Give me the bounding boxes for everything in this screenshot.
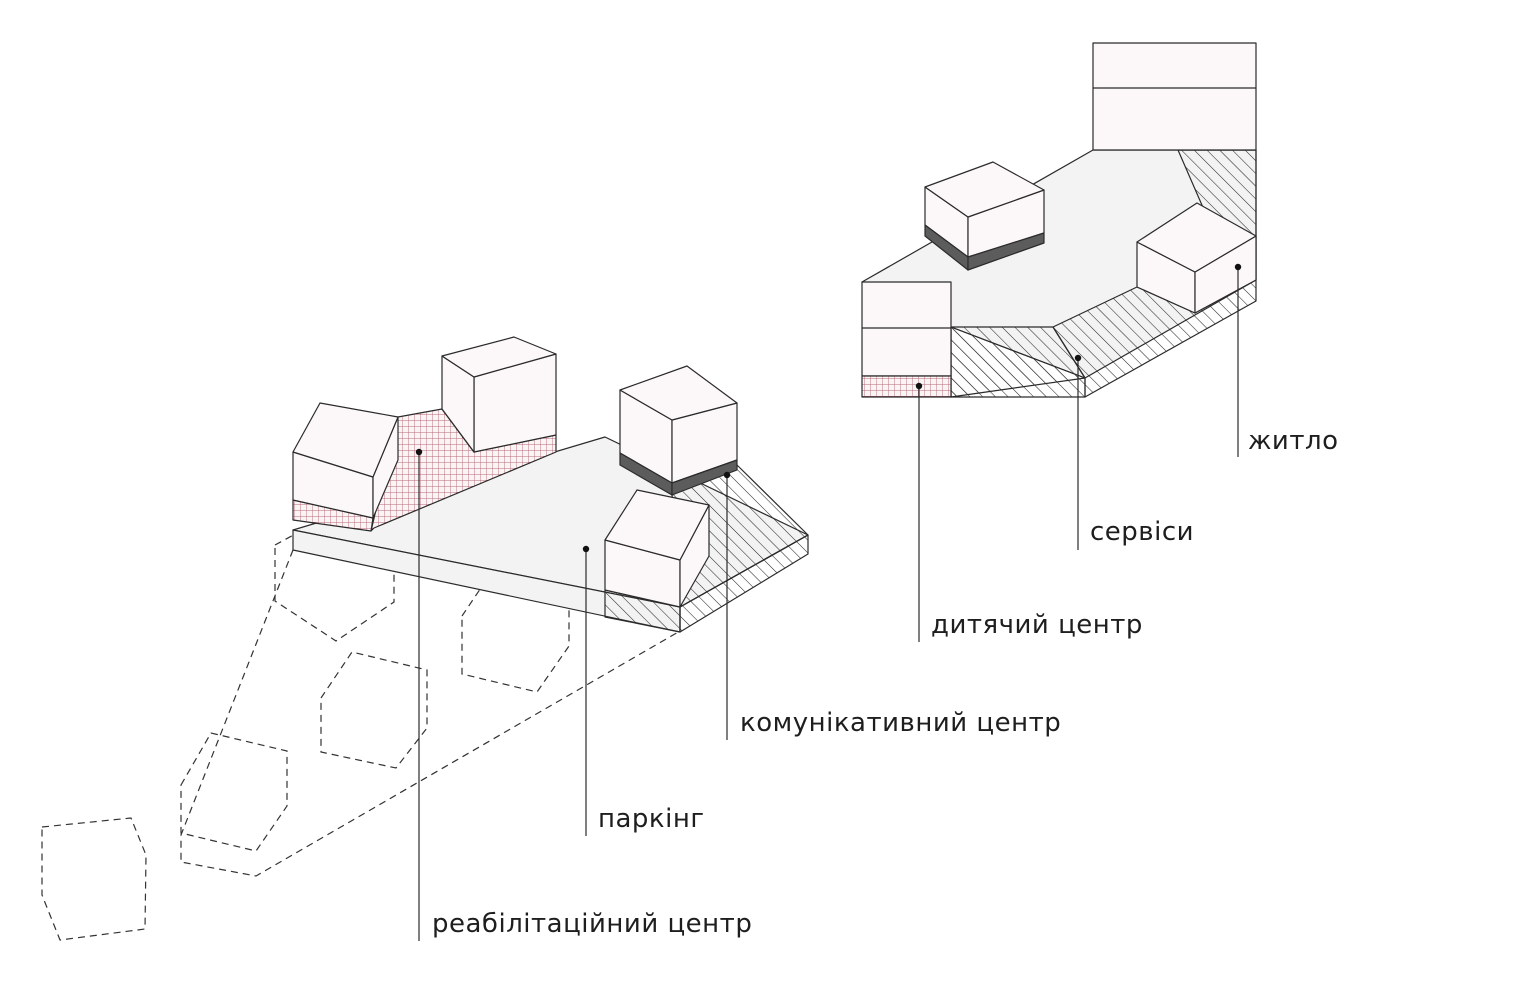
- label-parking: паркінг: [598, 804, 705, 834]
- label-services: сервіси: [1090, 517, 1195, 547]
- dashed-plot-outlines: [41, 511, 681, 941]
- rehab-building-2-top: [441, 336, 557, 378]
- leader-dots: [415, 263, 1242, 553]
- label-residential: житло: [1248, 426, 1339, 456]
- communication-zone-side: [679, 534, 809, 633]
- leader-lines: [418, 267, 1239, 941]
- dot-children: [915, 382, 923, 390]
- residential-box-top: [1136, 202, 1257, 273]
- label-rehab-center: реабілітаційний центр: [432, 909, 753, 939]
- rehab-building-top: [292, 402, 399, 478]
- dashed-plot-outline: [274, 511, 395, 642]
- parking-building-top: [604, 489, 710, 561]
- dashed-plot-outline: [180, 732, 288, 852]
- dot-communication: [723, 471, 731, 479]
- dashed-plot-outline: [320, 651, 428, 769]
- dot-rehab: [415, 448, 423, 456]
- label-children-center: дитячий центр: [931, 610, 1143, 640]
- left-complex: [292, 336, 809, 633]
- right-complex: [861, 42, 1257, 398]
- dot-services: [1074, 354, 1082, 362]
- tall-block: [1092, 42, 1257, 151]
- comm-dark-band-side: [671, 459, 738, 496]
- dashed-plot-outline: [461, 569, 570, 693]
- comm-building-top: [619, 365, 738, 421]
- dashed-site-boundary: [180, 549, 681, 877]
- dot-residential: [1234, 263, 1242, 271]
- floating-box-top: [924, 161, 1045, 218]
- floating-box-band-side: [967, 232, 1045, 271]
- children-center-hatch: [861, 375, 952, 398]
- dashed-plot-outline: [41, 817, 147, 941]
- label-communication-center: комунікативний центр: [740, 708, 1062, 738]
- children-center-block: [861, 281, 952, 377]
- dot-parking: [582, 545, 590, 553]
